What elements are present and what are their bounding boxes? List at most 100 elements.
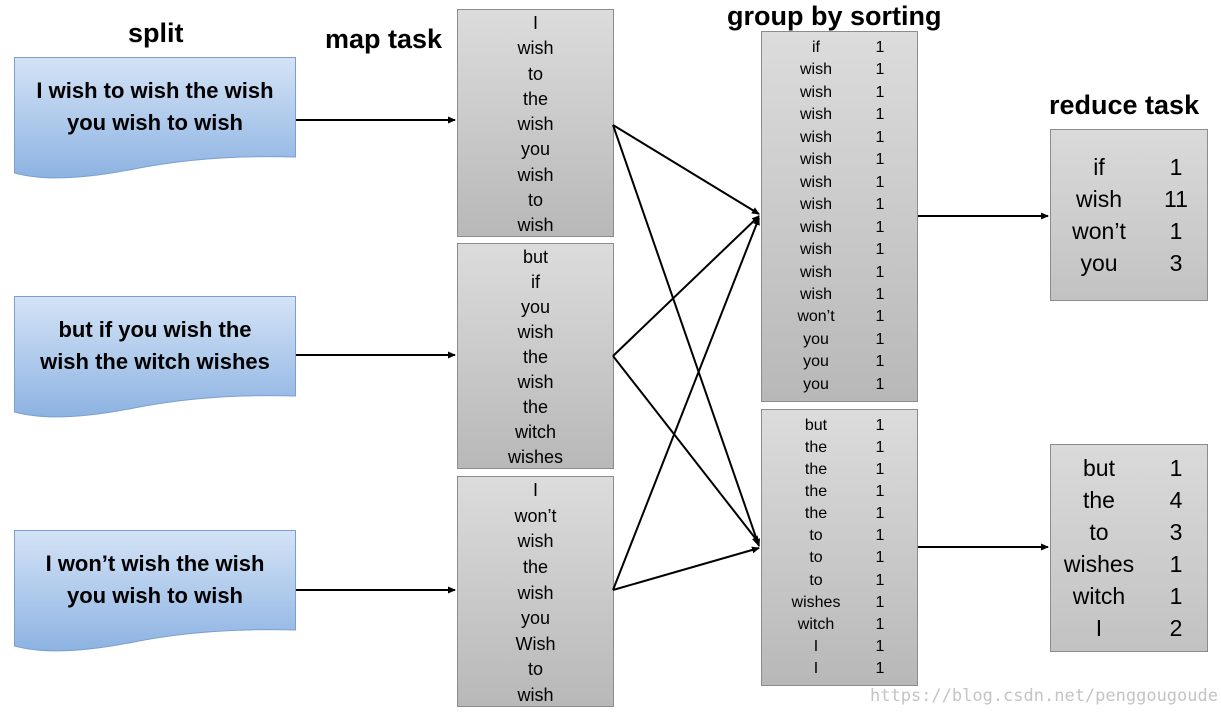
map-to-group-arrow bbox=[612, 546, 760, 591]
pair-word: wish bbox=[1075, 186, 1122, 212]
group-pair-row: the 1 bbox=[762, 504, 917, 524]
pair-word: the bbox=[804, 483, 828, 501]
pair-word: witch bbox=[797, 615, 835, 633]
pair-count: 1 bbox=[875, 549, 885, 567]
map-word: witch bbox=[514, 422, 556, 442]
pair-count: 1 bbox=[1169, 218, 1183, 244]
pair-count: 1 bbox=[875, 173, 885, 191]
reduce-result-row: witch 1 bbox=[1051, 581, 1207, 611]
map-word: wish bbox=[517, 372, 554, 392]
group-pair-row: to 1 bbox=[762, 571, 917, 591]
pair-count: 1 bbox=[875, 353, 885, 371]
split-document-1: I wish to wish the wish you wish to wish bbox=[14, 57, 296, 182]
pair-word: witch bbox=[1072, 583, 1126, 609]
split-doc-line: but if you wish the bbox=[58, 317, 252, 342]
split-doc-line: I won’t wish the wish bbox=[45, 551, 265, 576]
map-word: you bbox=[520, 608, 551, 629]
pair-word: wish bbox=[799, 61, 832, 79]
map-to-group-arrow bbox=[612, 217, 760, 591]
pair-count: 1 bbox=[875, 593, 885, 611]
pair-count: 1 bbox=[1169, 583, 1183, 609]
pair-count: 1 bbox=[875, 439, 885, 457]
pair-count: 1 bbox=[875, 417, 885, 434]
pair-count: 1 bbox=[875, 461, 885, 479]
pair-word: the bbox=[1083, 487, 1115, 513]
pair-count: 1 bbox=[875, 483, 885, 501]
pair-count: 4 bbox=[1169, 487, 1183, 513]
pair-count: 1 bbox=[875, 285, 885, 303]
pair-word: to bbox=[809, 571, 823, 589]
pair-word: the bbox=[804, 439, 828, 457]
pair-word: won’t bbox=[1072, 218, 1126, 244]
document-shape bbox=[14, 57, 296, 179]
split-heading: split bbox=[128, 18, 184, 48]
map-to-group-arrow bbox=[612, 124, 760, 215]
map-word: wish bbox=[517, 322, 554, 342]
pair-count: 1 bbox=[875, 308, 885, 326]
pair-count: 1 bbox=[875, 196, 885, 214]
pair-count: 1 bbox=[875, 527, 885, 545]
map-word: the bbox=[522, 556, 549, 577]
pair-count: 1 bbox=[875, 505, 885, 523]
pair-count: 1 bbox=[875, 375, 885, 393]
group-pair-row: the 1 bbox=[762, 438, 917, 458]
map-word: Wish bbox=[515, 633, 556, 654]
document-shape bbox=[14, 296, 296, 418]
map-word: to bbox=[527, 659, 543, 680]
map-task-heading: map task bbox=[325, 24, 443, 54]
map-word: you bbox=[520, 297, 551, 317]
group-pair-row: wish 1 bbox=[762, 60, 917, 80]
map-word: the bbox=[522, 88, 549, 109]
watermark: https://blog.csdn.net/penggougoude bbox=[870, 686, 1218, 706]
pair-count: 1 bbox=[1169, 455, 1183, 481]
pair-count: 3 bbox=[1169, 519, 1183, 545]
split-document-2: but if you wish the wish the witch wishe… bbox=[14, 296, 296, 421]
pair-count: 1 bbox=[875, 151, 885, 169]
group-pair-row: the 1 bbox=[762, 482, 917, 502]
pair-count: 3 bbox=[1169, 250, 1183, 276]
map-word: I bbox=[532, 480, 538, 500]
document-shape bbox=[14, 530, 296, 652]
map-word: wish bbox=[517, 215, 554, 235]
pair-word: I bbox=[813, 637, 819, 655]
pair-count: 11 bbox=[1164, 186, 1188, 212]
pair-count: 1 bbox=[875, 39, 885, 56]
pair-word: wishes bbox=[1063, 551, 1135, 577]
map-word: wish bbox=[517, 114, 554, 134]
pair-count: 1 bbox=[875, 61, 885, 79]
pair-word: the bbox=[804, 505, 828, 523]
map-word: wishes bbox=[507, 447, 564, 467]
map-word: to bbox=[527, 63, 543, 84]
pair-count: 1 bbox=[875, 83, 885, 101]
map-task-box-1: I wish to the wish you wish to wish bbox=[457, 9, 614, 237]
map-word: but bbox=[522, 247, 549, 267]
map-word: the bbox=[522, 347, 549, 367]
split-doc-line: I wish to wish the wish bbox=[36, 78, 274, 103]
pair-count: 1 bbox=[875, 659, 885, 677]
map-word: to bbox=[527, 189, 543, 210]
pair-count: 1 bbox=[875, 571, 885, 589]
map-to-group-arrow bbox=[612, 355, 760, 544]
reduce-result-row: wish 11 bbox=[1051, 184, 1207, 214]
